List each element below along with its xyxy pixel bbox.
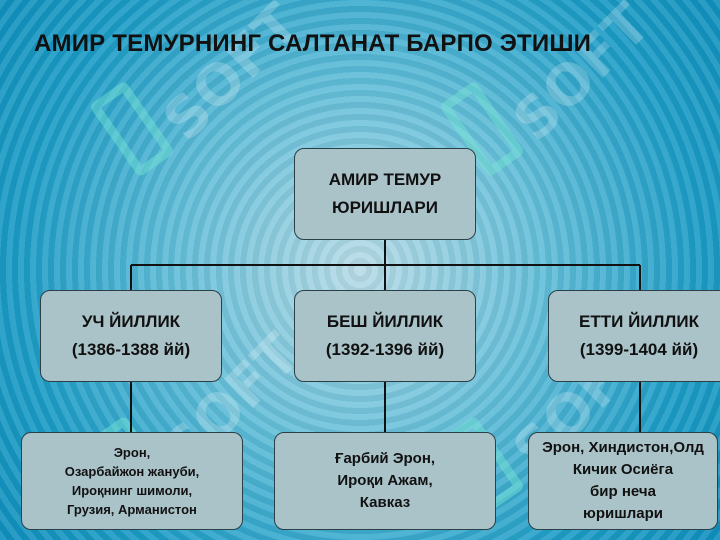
root-node-label: АМИР ТЕМУР ЮРИШЛАРИ [328, 170, 442, 217]
root-node: АМИР ТЕМУР ЮРИШЛАРИ [294, 148, 476, 240]
detail-node-three-year: Эрон, Озарбайжон жануби, Ироқнинг шимоли… [21, 432, 243, 530]
detail-text: Ғарбий Эрон, Ироқи Ажам, Кавказ [334, 450, 436, 511]
campaign-node-five-year: БЕШ ЙИЛЛИК (1392-1396 йй) [294, 290, 476, 382]
detail-node-five-year: Ғарбий Эрон, Ироқи Ажам, Кавказ [274, 432, 496, 530]
detail-text: Эрон, Озарбайжон жануби, Ироқнинг шимоли… [64, 445, 200, 517]
campaign-node-three-year: УЧ ЙИЛЛИК (1386-1388 йй) [40, 290, 222, 382]
campaign-node-seven-year: ЕТТИ ЙИЛЛИК (1399-1404 йй) [548, 290, 720, 382]
campaign-label: УЧ ЙИЛЛИК (1386-1388 йй) [71, 312, 191, 359]
page-title: АМИР ТЕМУРНИНГ САЛТАНАТ БАРПО ЭТИШИ [34, 30, 592, 57]
detail-text: Эрон, Хиндистон,Олд Кичик Осиёга бир неч… [542, 439, 704, 522]
detail-node-seven-year: Эрон, Хиндистон,Олд Кичик Осиёга бир неч… [528, 432, 718, 530]
campaign-label: БЕШ ЙИЛЛИК (1392-1396 йй) [325, 312, 445, 359]
campaign-label: ЕТТИ ЙИЛЛИК (1399-1404 йй) [579, 312, 699, 359]
